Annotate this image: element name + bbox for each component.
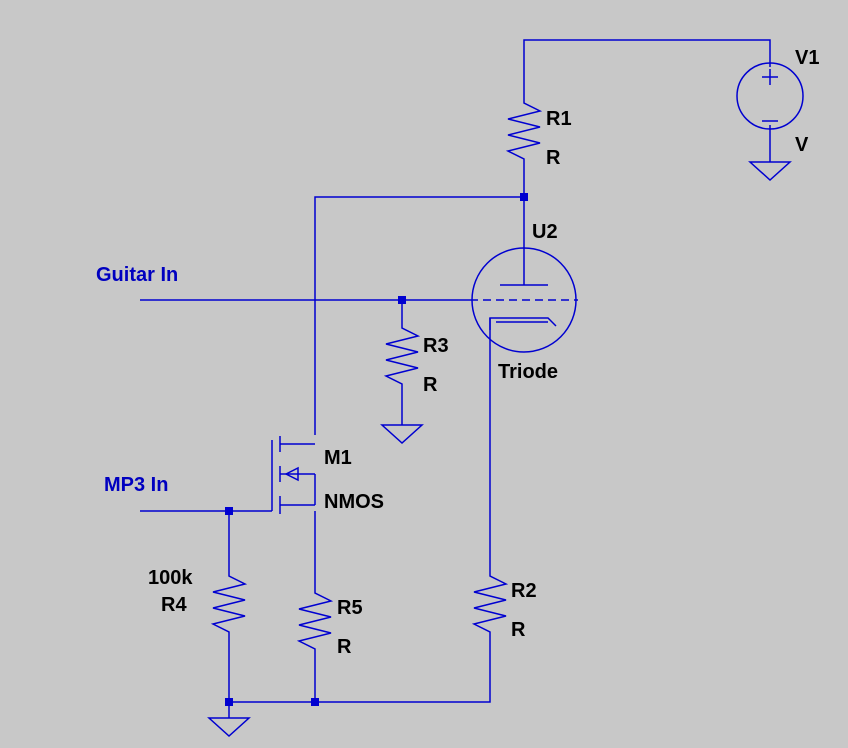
wire-v1-r1: [523, 39, 771, 95]
label-r3-name: R3: [423, 335, 449, 357]
label-v1-name: V1: [795, 47, 819, 69]
wires: [140, 39, 771, 718]
junction-ground-left: [225, 698, 233, 706]
resistor-r4[interactable]: [210, 568, 248, 642]
label-r3-value: R: [423, 374, 438, 396]
net-label-guitar-in: Guitar In: [96, 264, 178, 286]
mosfet-arrow-icon: [284, 466, 299, 482]
junction-plate: [520, 193, 528, 201]
ground-icon-v1: [748, 161, 792, 182]
label-m1-name: M1: [324, 447, 352, 469]
resistor-r1[interactable]: [505, 95, 543, 170]
label-r2-name: R2: [511, 580, 537, 602]
label-v1-value: V: [795, 134, 809, 156]
resistor-r5[interactable]: [296, 585, 334, 660]
label-r5-name: R5: [337, 597, 363, 619]
label-u2-name: U2: [532, 221, 558, 243]
junction-ground-mid: [311, 698, 319, 706]
label-r5-value: R: [337, 636, 352, 658]
ground-icon-main: [207, 717, 251, 738]
label-r1-value: R: [546, 147, 561, 169]
ground-icon-r3: [380, 424, 424, 445]
triode-cathode: [489, 317, 557, 330]
label-r1-name: R1: [546, 108, 572, 130]
junction-mp3: [225, 507, 233, 515]
voltage-source-v1[interactable]: [736, 62, 804, 130]
junctions: [225, 193, 528, 706]
triode-u2[interactable]: [470, 247, 578, 353]
label-m1-value: NMOS: [324, 491, 384, 513]
nmos-m1[interactable]: [271, 436, 316, 514]
label-r4-name: R4: [161, 594, 187, 616]
wire-r2-bottom: [229, 642, 491, 703]
net-label-mp3-in: MP3 In: [104, 474, 168, 496]
resistor-r2[interactable]: [471, 568, 509, 642]
label-r4-value: 100k: [148, 567, 193, 589]
label-r2-value: R: [511, 619, 526, 641]
wire-node-drain: [314, 196, 524, 435]
junction-guitar: [398, 296, 406, 304]
resistor-r3[interactable]: [383, 320, 421, 400]
label-u2-value: Triode: [498, 361, 558, 383]
